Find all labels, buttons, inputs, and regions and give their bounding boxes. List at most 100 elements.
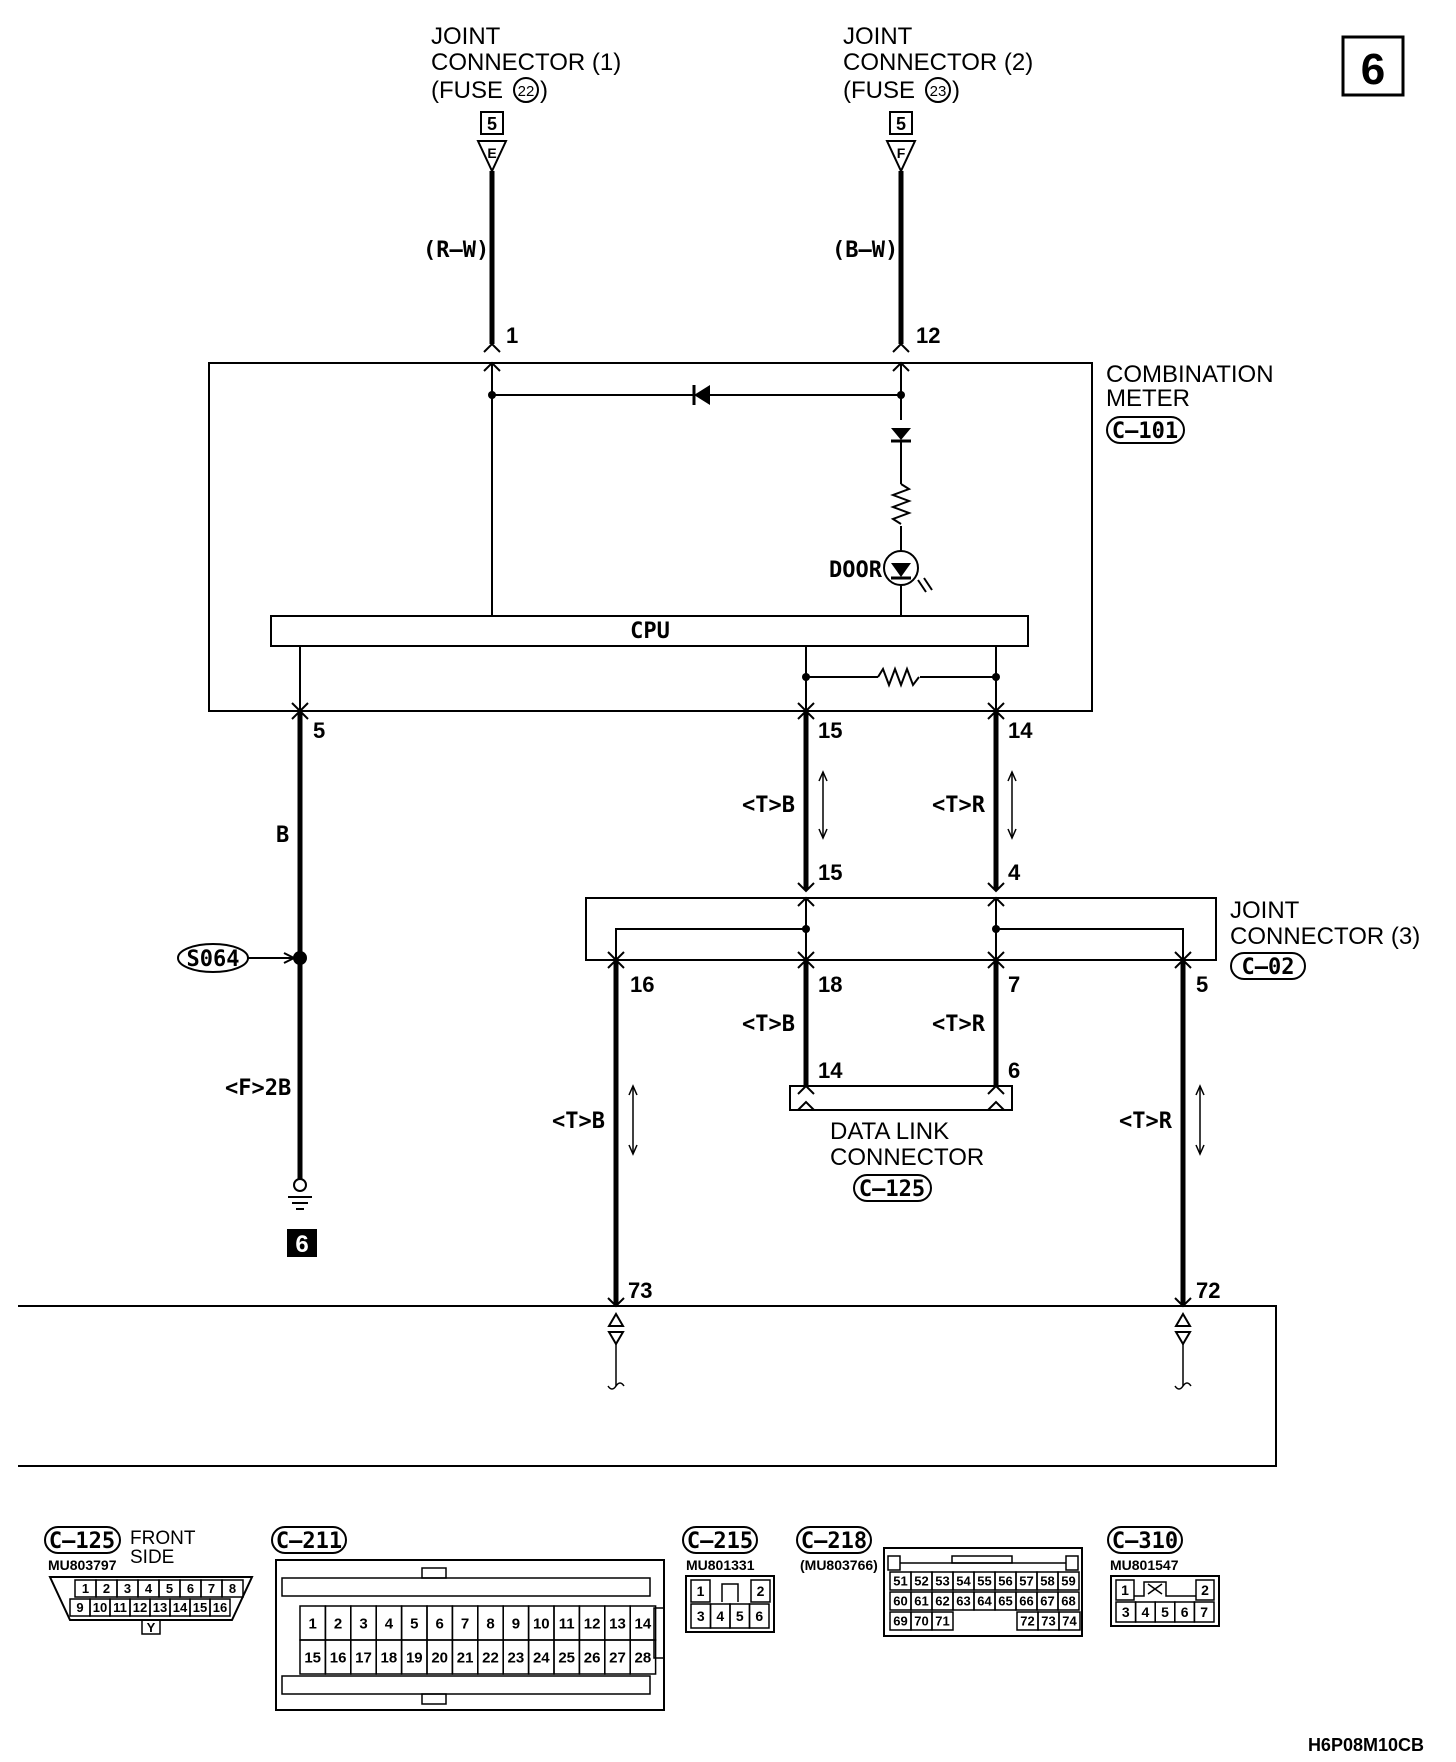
joint3-top-pins: 15 4 xyxy=(797,860,1021,893)
connector-pin-number: 12 xyxy=(584,1615,601,1632)
connector-pin-number: 1 xyxy=(1121,1582,1129,1598)
connector-pin-number: 4 xyxy=(385,1615,394,1632)
svg-text:C–211: C–211 xyxy=(276,1529,342,1554)
connector-pin-number: 15 xyxy=(193,1600,207,1615)
connector-pin-number: 13 xyxy=(609,1615,626,1632)
combination-meter: DOOR CPU xyxy=(208,361,1093,713)
svg-text:<T>B: <T>B xyxy=(742,1012,795,1037)
connector-pin-number: 3 xyxy=(359,1615,367,1632)
connector-pin-number: 24 xyxy=(533,1649,550,1666)
connector-pin-number: 7 xyxy=(1200,1604,1208,1620)
connector-cell xyxy=(1193,1601,1215,1623)
svg-text:5: 5 xyxy=(313,718,325,743)
connector-pin-number: 62 xyxy=(935,1594,949,1609)
connector-pin-number: 4 xyxy=(1142,1604,1150,1620)
svg-text:4: 4 xyxy=(1008,860,1021,885)
svg-text:73: 73 xyxy=(628,1278,652,1303)
svg-text:JOINT: JOINT xyxy=(843,23,913,50)
svg-text:<T>R: <T>R xyxy=(932,1012,986,1037)
svg-text:S064: S064 xyxy=(187,947,240,972)
connector-pin-number: 9 xyxy=(512,1615,520,1632)
connector-pin-number: 11 xyxy=(559,1615,575,1632)
connector-cell xyxy=(1057,1591,1080,1611)
connector-pin-number: 25 xyxy=(558,1649,575,1666)
svg-text:MU801331: MU801331 xyxy=(686,1557,755,1573)
connector-cell xyxy=(931,1611,954,1631)
joint-connector-3 xyxy=(585,896,1217,969)
meter-output-pins: 5 15 14 xyxy=(291,709,1033,743)
connector-pin-number: 2 xyxy=(334,1615,342,1632)
svg-text:FRONT: FRONT xyxy=(130,1528,196,1549)
connector-pin-number: 6 xyxy=(1181,1604,1189,1620)
connector-pin-number: 2 xyxy=(757,1583,765,1599)
svg-text:Y: Y xyxy=(147,1620,156,1635)
svg-text:MU803797: MU803797 xyxy=(48,1557,117,1573)
wire-5-to-72: <T>R 72 xyxy=(1119,960,1220,1308)
svg-text:C–218: C–218 xyxy=(801,1529,867,1554)
svg-text:7: 7 xyxy=(1008,972,1020,997)
svg-text:CONNECTOR (1): CONNECTOR (1) xyxy=(431,49,621,76)
svg-text:): ) xyxy=(540,77,548,104)
svg-text:JOINT: JOINT xyxy=(431,23,501,50)
svg-text:C–02: C–02 xyxy=(1242,955,1295,980)
connector-pin-number: 10 xyxy=(533,1615,550,1632)
connector-pin-number: 54 xyxy=(956,1574,971,1589)
connector-pin-number: 73 xyxy=(1041,1614,1055,1629)
svg-text:CONNECTOR (3): CONNECTOR (3) xyxy=(1230,923,1420,950)
svg-text:6: 6 xyxy=(1361,45,1385,94)
svg-text:6: 6 xyxy=(295,1231,308,1258)
connector-pin-number: 58 xyxy=(1040,1574,1054,1589)
svg-text:C–215: C–215 xyxy=(687,1529,753,1554)
connector-pin-number: 5 xyxy=(736,1608,744,1624)
wire-meter-to-joint3-r: <T>R xyxy=(932,711,1017,890)
svg-text:18: 18 xyxy=(818,972,842,997)
wire-meter-to-joint3-b: <T>B xyxy=(742,711,828,890)
connector-pin-number: 3 xyxy=(124,1581,131,1596)
connector-pin-number: 7 xyxy=(208,1581,215,1596)
connector-pin-number: 1 xyxy=(82,1581,89,1596)
connector-pin-number: 56 xyxy=(998,1574,1012,1589)
connector-pin-number: 51 xyxy=(893,1574,907,1589)
connector-pin-number: 6 xyxy=(187,1581,194,1596)
cpu-block xyxy=(270,615,1029,647)
connector-pin-number: 52 xyxy=(914,1574,928,1589)
connector-pin-number: 19 xyxy=(406,1649,423,1666)
svg-text:B: B xyxy=(276,823,289,848)
svg-text:F: F xyxy=(897,145,906,161)
connector-pin-number: 6 xyxy=(436,1615,444,1632)
connector-pin-number: 22 xyxy=(482,1649,499,1666)
joint-connector-3-label: JOINT CONNECTOR (3) C–02 xyxy=(1230,897,1420,980)
page-badge: 6 xyxy=(1341,35,1405,97)
connector-pin-number: 8 xyxy=(229,1581,236,1596)
svg-text:SIDE: SIDE xyxy=(130,1547,174,1568)
connector-pin-number: 63 xyxy=(956,1594,970,1609)
connector-pin-number: 27 xyxy=(609,1649,626,1666)
ground-badge: 6 xyxy=(287,1229,317,1258)
connector-pin-number: 1 xyxy=(697,1583,705,1599)
svg-text:C–125: C–125 xyxy=(49,1529,115,1554)
connector-pin-number: 6 xyxy=(755,1608,763,1624)
svg-text:<T>B: <T>B xyxy=(742,793,795,818)
svg-text:1: 1 xyxy=(506,323,518,348)
connector-pin-number: 65 xyxy=(998,1594,1012,1609)
connector-pin-number: 23 xyxy=(508,1649,525,1666)
connector-pin-number: 7 xyxy=(461,1615,469,1632)
wire-b-w: (B–W) 12 xyxy=(832,171,940,353)
door-lamp-label: DOOR xyxy=(829,558,883,583)
connector-pin-number: 3 xyxy=(1122,1604,1130,1620)
connector-pin-number: 61 xyxy=(914,1594,928,1609)
connector-pin-number: 13 xyxy=(153,1600,167,1615)
svg-text:(MU803766): (MU803766) xyxy=(800,1557,878,1573)
connector-pin-number: 20 xyxy=(431,1649,448,1666)
connector-pin-number: 14 xyxy=(635,1615,652,1632)
svg-text:5: 5 xyxy=(1196,972,1208,997)
svg-text:14: 14 xyxy=(1008,718,1033,743)
svg-text:JOINT: JOINT xyxy=(1230,897,1300,924)
svg-text:CPU: CPU xyxy=(630,619,670,644)
connector-cell xyxy=(1057,1571,1080,1591)
connector-pin-number: 14 xyxy=(173,1600,188,1615)
